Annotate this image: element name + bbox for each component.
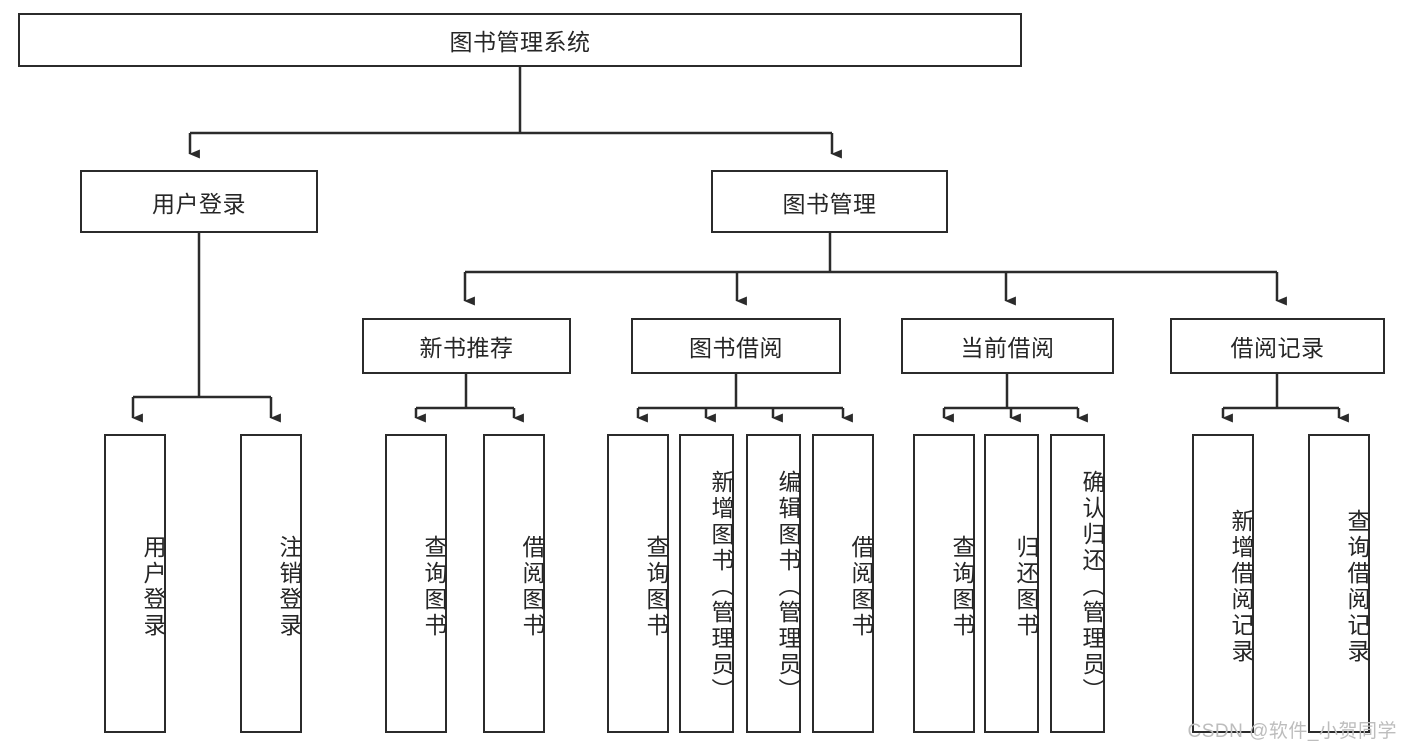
node-leaf-borrow-book[interactable]: 借阅图书 [812,434,874,733]
node-leaf-query-book-borrow-label: 查询图书 [643,534,669,639]
node-leaf-query-book-recommend-label: 查询图书 [421,534,447,639]
node-leaf-query-book-borrow[interactable]: 查询图书 [607,434,669,733]
csdn-watermark: CSDN @软件_小贺同学 [1187,721,1397,742]
node-leaf-return-book-label: 归还图书 [1013,534,1039,639]
node-leaf-add-borrow-record[interactable]: 新增借阅记录 [1192,434,1254,733]
node-leaf-confirm-return-admin-label: 确认归还（管理员） [1079,469,1105,704]
node-book-borrow-label: 图书借阅 [689,335,783,361]
node-leaf-edit-book-admin-label: 编辑图书（管理员） [775,469,801,704]
node-leaf-add-borrow-record-label: 新增借阅记录 [1228,508,1254,665]
node-leaf-user-logout[interactable]: 注销登录 [240,434,302,733]
node-borrow-record[interactable]: 借阅记录 [1170,318,1385,374]
node-leaf-user-login-label: 用户登录 [140,534,166,639]
node-leaf-return-book[interactable]: 归还图书 [984,434,1039,733]
node-new-book-recommend-label: 新书推荐 [419,335,514,361]
node-leaf-borrow-book-label: 借阅图书 [848,534,874,639]
node-leaf-add-book-admin[interactable]: 新增图书（管理员） [679,434,734,733]
node-book-borrow[interactable]: 图书借阅 [631,318,841,374]
node-current-borrow-label: 当前借阅 [960,335,1055,361]
node-root-label: 图书管理系统 [449,29,591,55]
node-leaf-query-borrow-record[interactable]: 查询借阅记录 [1308,434,1370,733]
node-leaf-query-borrow-record-label: 查询借阅记录 [1344,508,1370,665]
node-leaf-user-logout-label: 注销登录 [276,534,302,639]
node-new-book-recommend[interactable]: 新书推荐 [362,318,571,374]
node-leaf-query-book-current-label: 查询图书 [949,534,975,639]
node-book-manage-label: 图书管理 [782,190,877,217]
node-leaf-borrow-book-recommend[interactable]: 借阅图书 [483,434,545,733]
node-leaf-edit-book-admin[interactable]: 编辑图书（管理员） [746,434,801,733]
node-leaf-borrow-book-recommend-label: 借阅图书 [519,534,545,639]
node-leaf-query-book-current[interactable]: 查询图书 [913,434,975,733]
node-leaf-add-book-admin-label: 新增图书（管理员） [708,469,734,704]
node-leaf-user-login[interactable]: 用户登录 [104,434,166,733]
node-current-borrow[interactable]: 当前借阅 [901,318,1114,374]
node-leaf-confirm-return-admin[interactable]: 确认归还（管理员） [1050,434,1105,733]
node-root[interactable]: 图书管理系统 [18,13,1022,67]
node-user-login-label: 用户登录 [152,190,246,217]
node-borrow-record-label: 借阅记录 [1230,335,1325,361]
node-user-login[interactable]: 用户登录 [80,170,318,233]
node-book-manage[interactable]: 图书管理 [711,170,948,233]
node-leaf-query-book-recommend[interactable]: 查询图书 [385,434,447,733]
